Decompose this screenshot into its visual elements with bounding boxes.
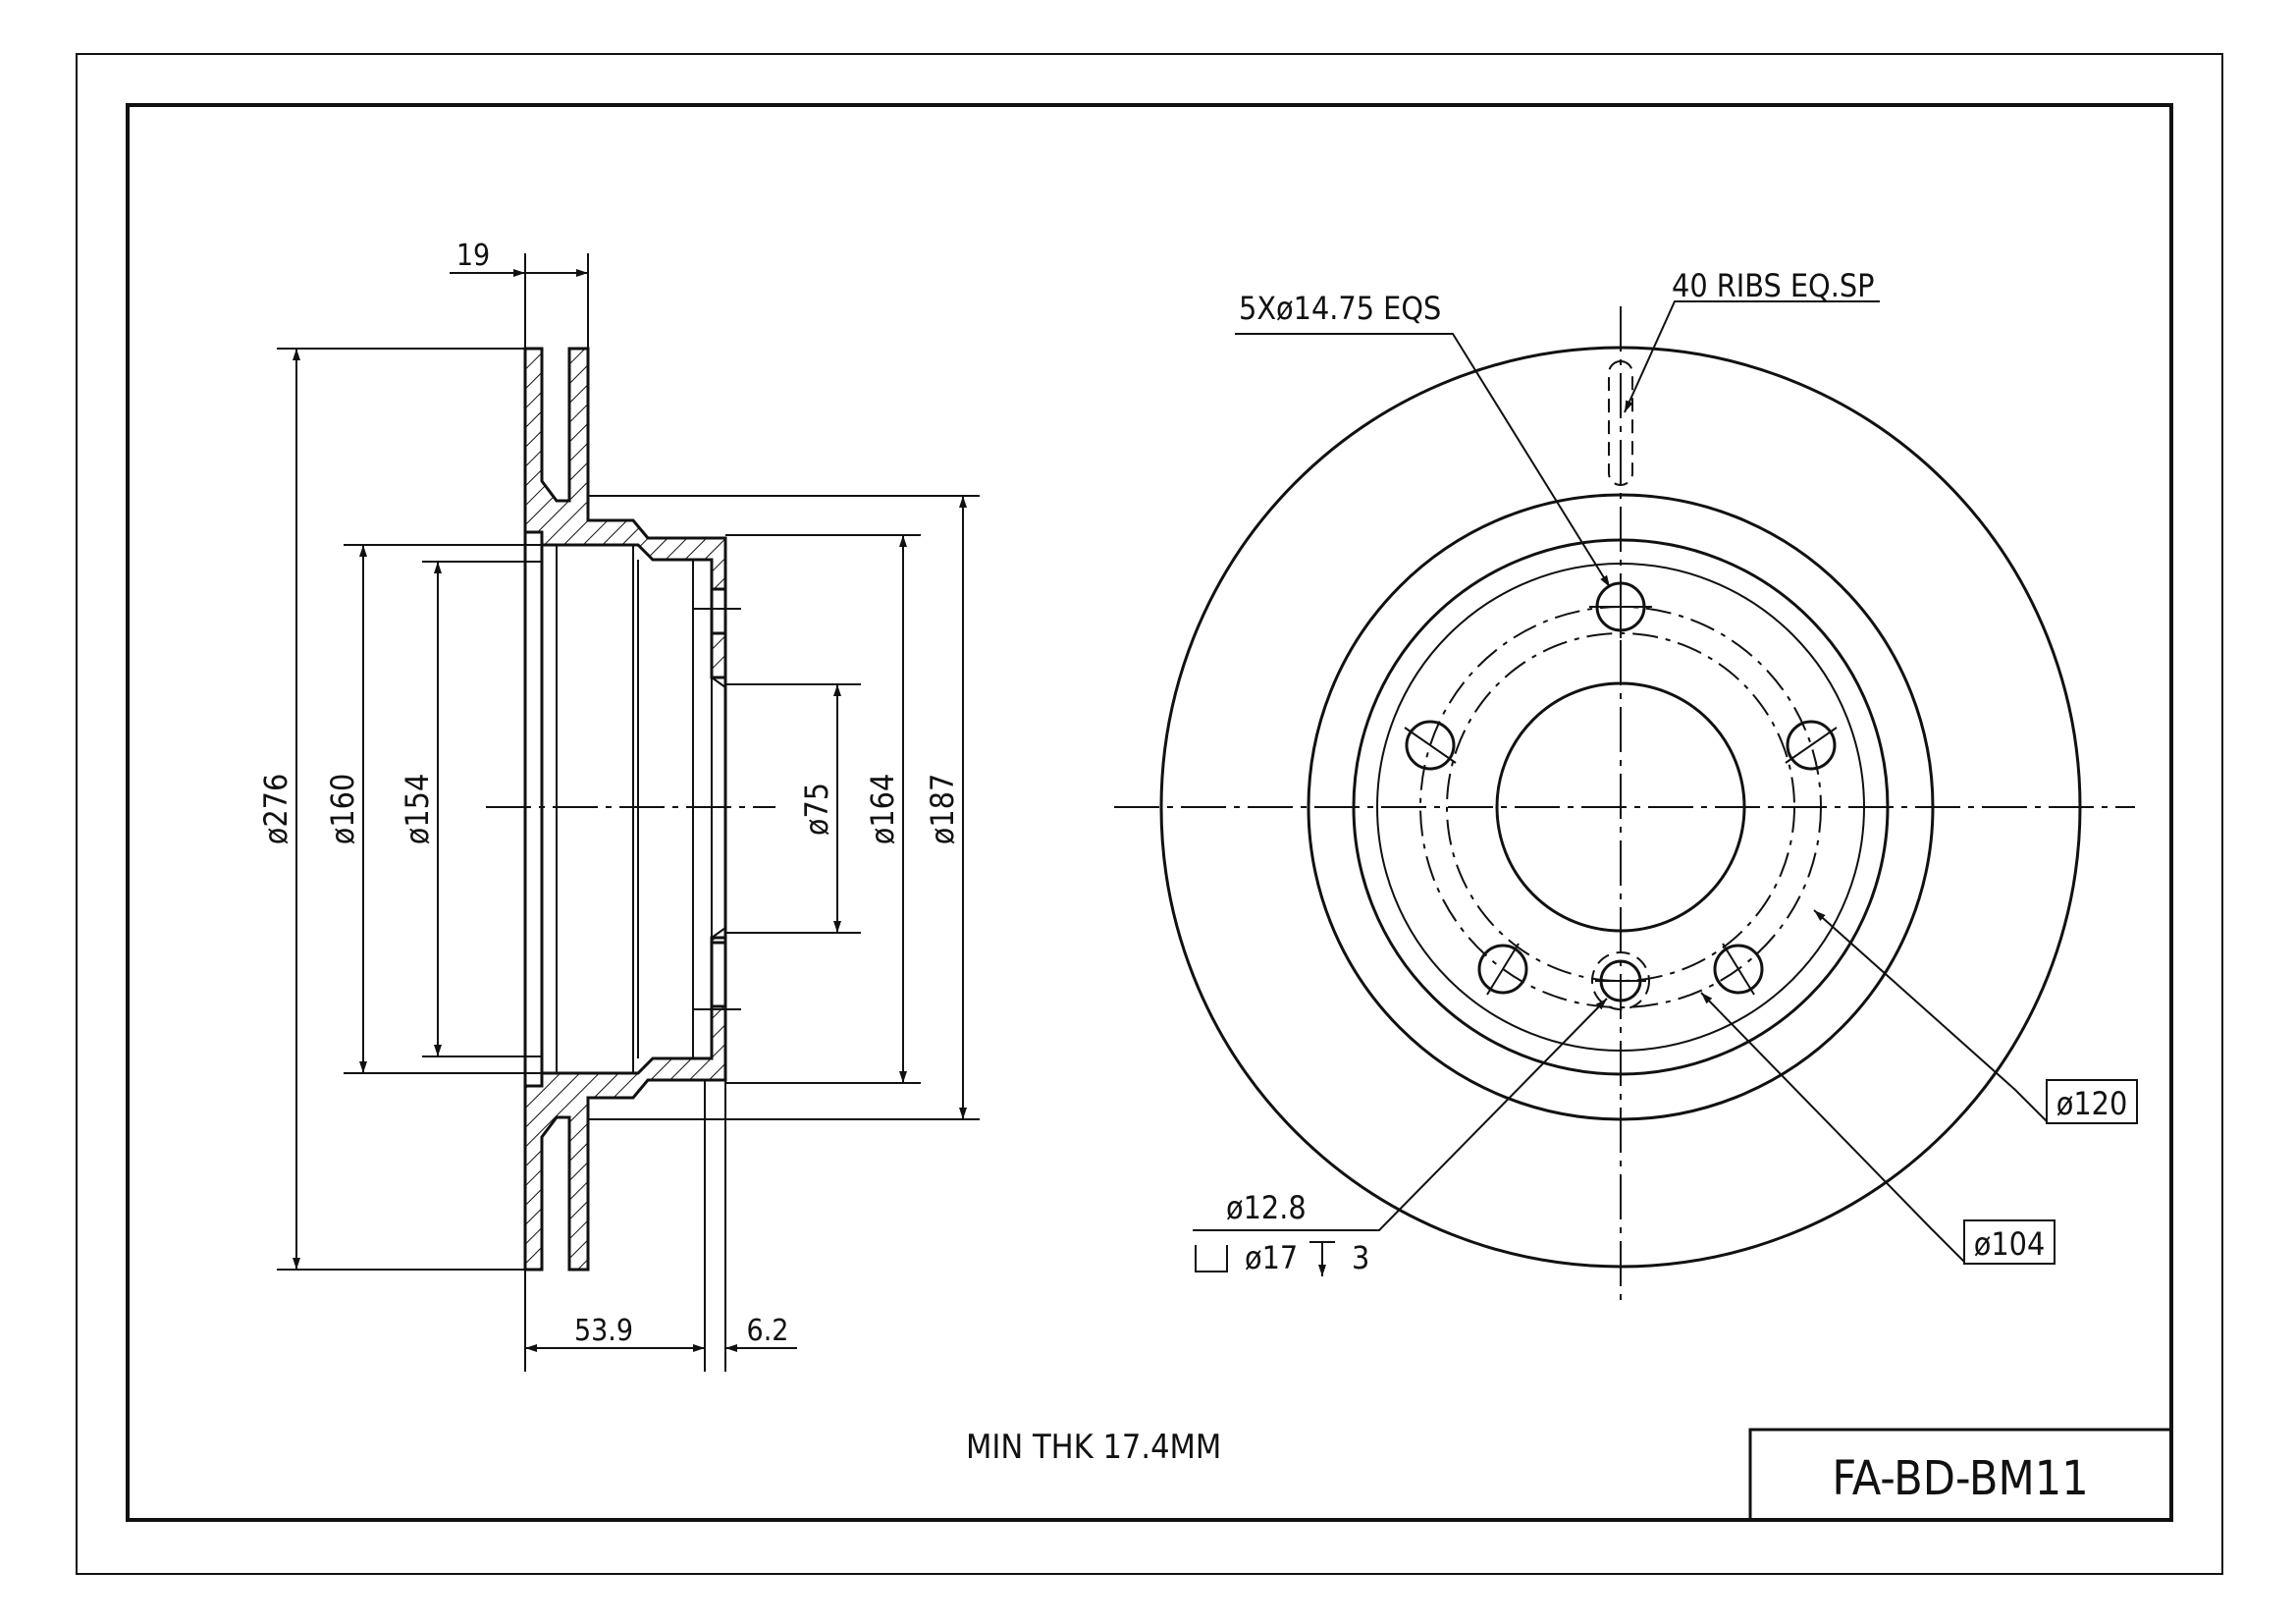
section-lower-hatch	[523, 936, 727, 1272]
min-thickness-note: MIN THK 17.4MM	[966, 1428, 1221, 1467]
callout-bolt-holes: 5Xø14.75 EQS	[1239, 290, 1441, 327]
callout-counterbore: ø17	[1245, 1239, 1298, 1276]
dim-dia-187: ø187	[924, 774, 961, 845]
inner-frame	[126, 103, 2173, 1522]
pcd-120-frame	[2046, 1079, 2138, 1124]
title-block: FA-BD-BM11	[1748, 1428, 2173, 1522]
part-number: FA-BD-BM11	[1832, 1451, 2088, 1506]
callout-pcd-104: ø104	[1974, 1225, 2046, 1263]
dim-dia-75: ø75	[798, 783, 835, 836]
rib-slot	[1608, 360, 1633, 486]
section-upper-hatch	[523, 347, 727, 679]
callout-hole-dia: ø12.8	[1226, 1189, 1307, 1226]
dim-offset-53-9: 53.9	[574, 1314, 633, 1348]
depth-symbol-icon	[1309, 1241, 1335, 1276]
front-view: 5Xø14.75 EQS 40 RIBS EQ.SP ø120 ø104 ø12…	[1114, 267, 2138, 1301]
counterbore-symbol-icon	[1195, 1245, 1228, 1272]
dim-dia-160: ø160	[324, 774, 361, 845]
dim-dia-154: ø154	[399, 774, 436, 845]
callout-ribs: 40 RIBS EQ.SP	[1672, 267, 1874, 304]
outer-frame	[76, 53, 2223, 1575]
pcd-104-frame	[1963, 1219, 2056, 1265]
dim-hat-6-2: 6.2	[747, 1314, 789, 1348]
dim-dia-164: ø164	[864, 774, 901, 845]
callout-pcd-120: ø120	[2056, 1085, 2128, 1122]
section-view: 19 ø276 ø160 ø154 ø75 ø164 ø187 53.9 6.2	[257, 239, 980, 1372]
dim-dia-276: ø276	[257, 774, 294, 845]
callout-depth: 3	[1352, 1239, 1369, 1276]
dim-width-19: 19	[456, 239, 490, 273]
